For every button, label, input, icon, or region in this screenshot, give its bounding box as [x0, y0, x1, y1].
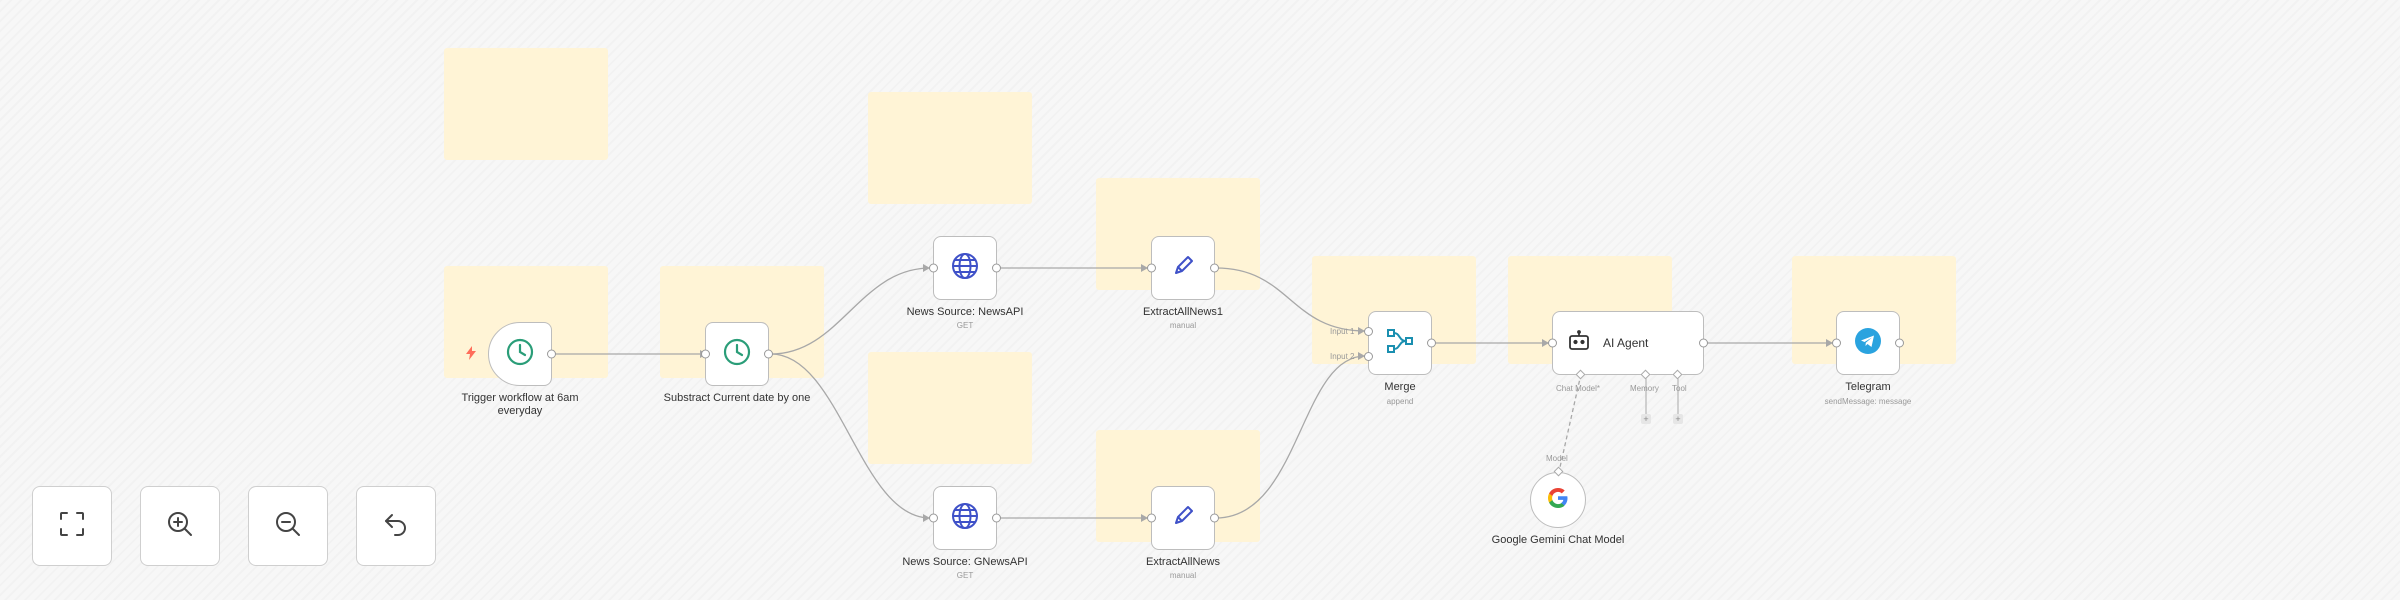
node-label: Google Gemini Chat Model — [1491, 534, 1625, 546]
node-telegram[interactable] — [1832, 311, 1904, 375]
tool-connector-label: Tool — [1672, 384, 1687, 393]
node-label: Substract Current date by one — [663, 392, 811, 404]
node-trigger[interactable] — [488, 322, 556, 386]
google-icon — [1547, 487, 1569, 514]
node-newsapi[interactable] — [929, 236, 1001, 300]
node-label: Telegram — [1845, 381, 1891, 393]
node-label: ExtractAllNews1 — [1142, 306, 1224, 318]
input-port[interactable] — [1548, 338, 1557, 348]
pen-icon — [1169, 502, 1197, 535]
input-port[interactable] — [929, 513, 938, 523]
node-subtitle: manual — [1169, 571, 1197, 580]
merge-input-1-label: Input 1 — [1330, 327, 1355, 336]
clock-icon — [722, 337, 752, 372]
node-label: News Source: NewsAPI — [906, 306, 1024, 318]
chat-model-connector-label: Chat Model* — [1556, 384, 1601, 393]
node-subtitle: append — [1386, 397, 1414, 406]
globe-icon — [950, 501, 980, 536]
node-subtitle: manual — [1169, 321, 1197, 330]
input-port-1[interactable] — [1364, 327, 1373, 336]
node-label: Merge — [1384, 381, 1416, 393]
input-port[interactable] — [1147, 513, 1156, 523]
output-port[interactable] — [547, 349, 556, 359]
output-port[interactable] — [1210, 513, 1219, 523]
node-gnewsapi[interactable] — [929, 486, 1001, 550]
pen-icon — [1169, 252, 1197, 285]
input-port-2[interactable] — [1364, 352, 1373, 361]
node-google-gemini[interactable] — [1530, 466, 1586, 528]
robot-icon — [1567, 329, 1591, 358]
undo-icon — [381, 509, 411, 544]
node-extract-all-news[interactable] — [1147, 486, 1219, 550]
zoom-out-button[interactable] — [248, 486, 328, 566]
node-subtitle: GET — [956, 571, 974, 580]
input-port[interactable] — [1832, 338, 1841, 348]
sticky-note[interactable] — [868, 352, 1032, 464]
globe-icon — [950, 251, 980, 286]
output-port[interactable] — [1210, 263, 1219, 273]
output-port[interactable] — [992, 513, 1001, 523]
zoom-out-icon — [273, 509, 303, 544]
fullscreen-icon — [57, 509, 87, 544]
trigger-bolt-icon — [465, 346, 477, 360]
zoom-in-button[interactable] — [140, 486, 220, 566]
fit-view-button[interactable] — [32, 486, 112, 566]
node-subtitle: GET — [956, 321, 974, 330]
merge-input-2-label: Input 2 — [1330, 352, 1355, 361]
sticky-note[interactable] — [444, 48, 608, 160]
telegram-icon — [1854, 327, 1882, 360]
node-merge[interactable] — [1364, 311, 1436, 375]
add-memory-button[interactable]: + — [1641, 414, 1651, 424]
output-port[interactable] — [992, 263, 1001, 273]
input-port[interactable] — [1147, 263, 1156, 273]
node-ai-agent[interactable]: AI Agent — [1548, 311, 1708, 375]
output-port[interactable] — [1895, 338, 1904, 348]
clock-icon — [505, 337, 535, 372]
memory-connector-label: Memory — [1630, 384, 1659, 393]
input-port[interactable] — [701, 349, 710, 359]
node-label: Trigger workflow at 6am everyday — [461, 392, 579, 417]
add-tool-button[interactable]: + — [1673, 414, 1683, 424]
output-port[interactable] — [1427, 338, 1436, 348]
sticky-note[interactable] — [868, 92, 1032, 204]
zoom-in-icon — [165, 509, 195, 544]
merge-icon — [1385, 326, 1415, 361]
node-subtract-date[interactable] — [701, 322, 773, 386]
node-label: ExtractAllNews — [1146, 556, 1220, 568]
output-port[interactable] — [764, 349, 773, 359]
node-label: News Source: GNewsAPI — [902, 556, 1028, 568]
output-port[interactable] — [1699, 338, 1708, 348]
input-port[interactable] — [929, 263, 938, 273]
node-extract-all-news-1[interactable] — [1147, 236, 1219, 300]
node-label: AI Agent — [1603, 336, 1649, 350]
undo-button[interactable] — [356, 486, 436, 566]
node-subtitle: sendMessage: message — [1824, 397, 1912, 406]
gemini-model-label: Model — [1546, 454, 1568, 463]
